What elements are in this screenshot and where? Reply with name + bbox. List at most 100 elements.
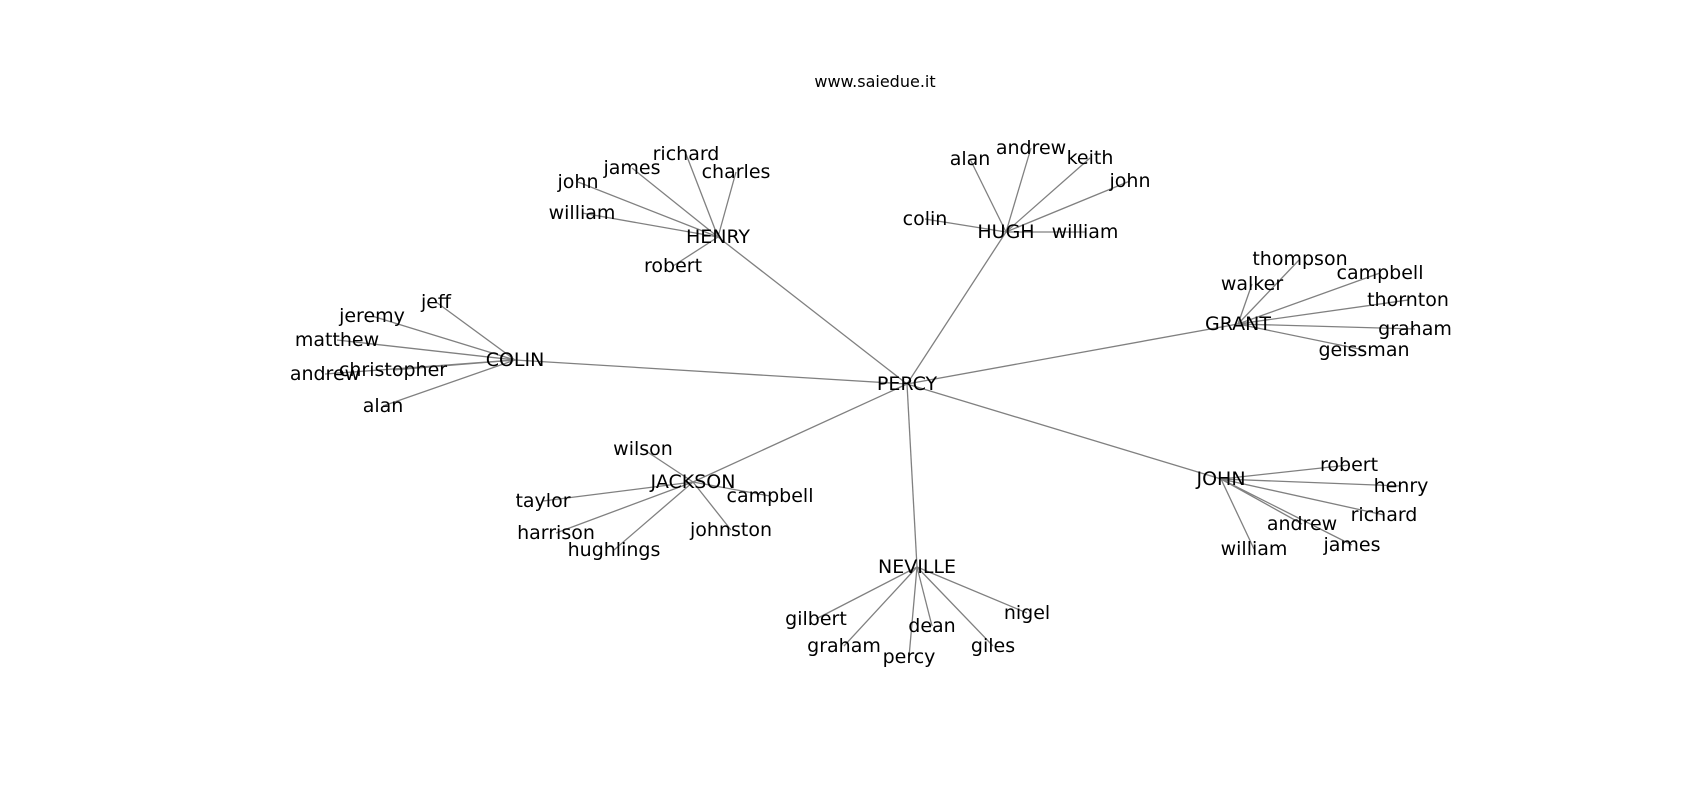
edge-root-grant [906,323,1239,385]
edge-hugh-alan [969,158,1007,233]
edge-henry-john [577,181,719,238]
edge-grant-walker [1237,283,1253,325]
edge-colin-andrew [324,359,516,375]
leaf-node-label: taylor [515,490,570,512]
edge-hugh-john [1005,180,1131,233]
group-node-label: HENRY [686,226,750,248]
edge-hugh-colin [924,218,1007,233]
edge-grant-graham [1237,323,1416,330]
edge-neville-gilbert [815,566,918,620]
leaf-node-label: colin [903,208,948,230]
leaf-node-label: william [1221,538,1288,560]
edge-grant-geissman [1237,323,1365,351]
leaf-node-label: christopher [339,359,447,381]
leaf-node-label: percy [883,646,936,668]
site-url-label: www.saiedue.it [814,72,936,91]
root-node-label: PERCY [877,373,938,395]
leaf-node-label: robert [644,255,702,277]
edge-jackson-hughlings [613,481,694,551]
leaf-node-label: richard [653,143,720,165]
edge-henry-james [631,167,719,238]
group-node-label: NEVILLE [878,556,956,578]
edge-grant-thornton [1237,299,1409,325]
leaf-node-label: richard [1351,504,1418,526]
edge-hugh-keith [1005,157,1091,233]
edge-henry-robert [672,236,719,267]
leaf-node-label: henry [1374,475,1429,497]
leaf-node-label: charles [702,161,771,183]
edge-root-neville [906,383,918,568]
edge-jackson-johnston [692,481,732,531]
edge-root-colin [514,359,908,385]
leaf-node-label: andrew [996,137,1066,159]
leaf-node-label: alan [950,148,991,170]
edge-jackson-harrison [555,481,694,534]
leaf-node-label: jeremy [338,305,405,327]
edges-layer [324,147,1416,658]
leaf-node-label: campbell [727,485,814,507]
edge-john-richard [1220,478,1385,516]
leaf-node-label: thompson [1252,248,1347,270]
leaf-node-label: nigel [1004,602,1050,624]
edge-neville-giles [916,566,994,647]
leaf-node-label: matthew [295,329,379,351]
leaf-node-label: dean [908,615,955,637]
leaf-node-label: alan [363,395,404,417]
edge-root-henry [717,236,908,385]
edge-jackson-wilson [642,448,694,483]
edge-john-robert [1220,464,1350,480]
edge-henry-william [581,212,719,238]
edge-grant-campbell [1237,272,1381,325]
edge-colin-jeremy [371,315,516,361]
leaf-node-label: andrew [1267,513,1337,535]
leaf-node-label: william [1052,221,1119,243]
edge-root-hugh [906,231,1007,385]
leaf-node-label: thornton [1367,289,1449,311]
leaf-node-label: john [557,171,599,193]
leaf-node-label: keith [1067,147,1114,169]
edge-john-james [1220,478,1353,546]
leaf-node-label: jeff [420,291,452,313]
group-node-label: JACKSON [650,471,736,493]
edge-henry-richard [685,153,719,238]
leaf-node-label: wilson [613,438,673,460]
edge-neville-dean [916,566,933,627]
edge-grant-thompson [1237,258,1301,325]
leaf-node-label: gilbert [785,608,847,630]
edge-jackson-taylor [542,481,694,502]
leaf-node-label: johnston [689,519,772,541]
edge-colin-jeff [435,301,516,361]
header: www.saiedue.it [0,0,1700,100]
edge-neville-nigel [916,566,1028,614]
leaf-node-label: graham [807,635,881,657]
edge-colin-matthew [336,339,516,361]
leaf-node-label: william [549,202,616,224]
edge-hugh-andrew [1005,147,1032,233]
leaf-node-label: giles [971,635,1015,657]
group-node-label: GRANT [1205,313,1271,335]
edge-colin-alan [382,359,516,407]
edge-jackson-campbell [692,481,771,497]
edge-neville-graham [843,566,918,647]
leaf-node-label: james [1322,534,1380,556]
edge-john-william [1220,478,1255,550]
edge-root-jackson [692,383,908,483]
edge-neville-percy [908,566,918,658]
leaf-node-label: james [602,157,660,179]
leaf-node-label: harrison [517,522,595,544]
leaf-node-label: graham [1378,318,1452,340]
leaf-node-label: andrew [290,363,360,385]
group-node-label: JOHN [1195,468,1245,490]
leaf-node-label: geissman [1318,339,1409,361]
leaf-node-label: john [1109,170,1151,192]
group-node-label: COLIN [486,349,545,371]
leaf-node-label: hughlings [568,539,661,561]
edge-john-henry [1220,478,1402,487]
leaf-node-label: campbell [1337,262,1424,284]
leaf-node-label: walker [1221,273,1283,295]
group-node-label: HUGH [977,221,1034,243]
edge-henry-charles [717,171,737,238]
leaf-node-label: robert [1320,454,1378,476]
